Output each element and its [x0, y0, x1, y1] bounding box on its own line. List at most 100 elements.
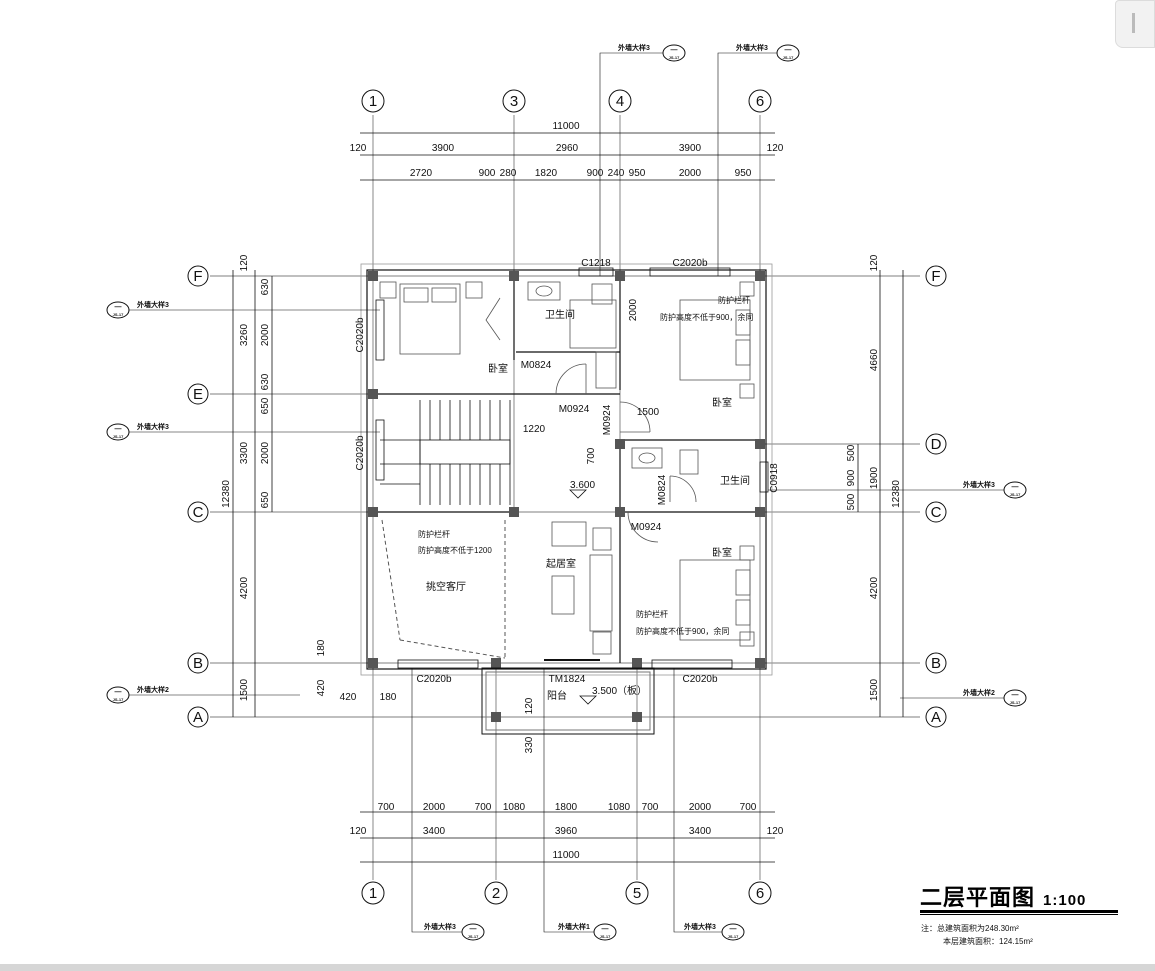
axis-label-right-C: C — [931, 504, 942, 521]
axis-bubbles-right — [925, 265, 947, 728]
level-3500: 3.500（板） — [592, 684, 647, 697]
dim-left-inner-9: 180 — [380, 692, 397, 703]
dim-top-r2-2: 2960 — [556, 143, 579, 154]
ref-sheet-10: JS-17 — [728, 934, 739, 939]
ref-sheet-7: JS-17 — [1010, 700, 1021, 705]
ref-label-2: 外墙大样3 — [736, 43, 768, 52]
dim-top-r2-4: 120 — [767, 143, 784, 154]
dim-bot-r2-1: 3400 — [423, 826, 446, 837]
dim-left-inner-6: 180 — [316, 639, 327, 656]
ref-label-10: 外墙大样3 — [684, 922, 716, 931]
panel-toggle-handle[interactable] — [1115, 0, 1155, 48]
ref-label-6: 外墙大样2 — [137, 685, 169, 694]
opening-c0918: C0918 — [769, 463, 780, 493]
ref-dash-4: — — [115, 426, 122, 433]
ref-sheet-3: JS-17 — [113, 312, 124, 317]
ref-label-8: 外墙大样3 — [424, 922, 456, 931]
room-bedroom-ne: 卧室 — [712, 396, 732, 409]
dim-bot-r1-7: 2000 — [689, 802, 712, 813]
void-hall-outline — [381, 519, 506, 659]
dim-top-total: 11000 — [552, 121, 580, 132]
ref-sheet-4: JS-17 — [113, 434, 124, 439]
guard-rail-3-height: 防护高度不低于900，余同 — [636, 626, 729, 636]
dim-left-inner-5: 650 — [260, 491, 271, 508]
opening-m0924-b: M0924 — [602, 404, 613, 435]
opening-m0824-a: M0824 — [521, 360, 552, 371]
axis-label-bottom-1: 1 — [369, 885, 377, 902]
dim-top-r3-3: 1820 — [535, 168, 558, 179]
ref-sheet-5: JS-17 — [1010, 492, 1021, 497]
ref-sheet-8: JS-17 — [468, 934, 479, 939]
dimension-lines — [232, 132, 904, 863]
ref-sheet-9: JS-17 — [600, 934, 611, 939]
opening-c2020b-top: C2020b — [672, 258, 707, 269]
outer-walls — [360, 263, 773, 676]
dim-left-inner-8: 420 — [340, 692, 357, 703]
ref-dash-7: — — [1012, 692, 1019, 699]
opening-c2020b-left1: C2020b — [355, 317, 366, 352]
dim-bot-r1-1: 2000 — [423, 802, 446, 813]
ref-dash-3: — — [115, 304, 122, 311]
dim-top-r3-2: 280 — [500, 168, 517, 179]
dim-left-inner-0: 630 — [260, 278, 271, 295]
room-bathroom-n: 卫生间 — [545, 308, 575, 321]
title-underline-thin — [920, 914, 1118, 915]
handle-grip-icon — [1132, 13, 1135, 33]
dim-top-r3-8: 950 — [735, 168, 752, 179]
opening-m0824-b: M0824 — [657, 474, 668, 505]
ref-dash-9: — — [602, 926, 609, 933]
axis-label-left-F: F — [193, 268, 202, 285]
dim-left-inner-7: 420 — [316, 679, 327, 696]
ref-dash-2: — — [785, 47, 792, 54]
horizontal-scrollbar[interactable] — [0, 964, 1155, 971]
opening-c1218: C1218 — [581, 258, 611, 269]
ref-dash-5: — — [1012, 484, 1019, 491]
dim-bot-r2-2: 3960 — [555, 826, 578, 837]
dim-right-inner-1: 900 — [846, 469, 857, 486]
dim-120-balcony: 120 — [524, 697, 535, 714]
dim-330: 330 — [524, 736, 535, 753]
ref-label-4: 外墙大样3 — [137, 422, 169, 431]
ref-dash-1: — — [671, 47, 678, 54]
dim-left-outer-0: 120 — [239, 254, 250, 271]
ref-label-5: 外墙大样3 — [963, 480, 995, 489]
axis-label-top-1: 1 — [369, 93, 377, 110]
dim-left-total: 12380 — [221, 480, 232, 508]
axis-label-right-A: A — [931, 709, 941, 726]
axis-label-top-6: 6 — [756, 93, 764, 110]
dim-left-inner-2: 630 — [260, 373, 271, 390]
dim-bot-r1-3: 1080 — [503, 802, 526, 813]
guard-rail-2: 防护栏杆 — [418, 529, 450, 539]
axis-label-top-3: 3 — [510, 93, 518, 110]
dim-top-r3-0: 2720 — [410, 168, 433, 179]
axis-label-right-B: B — [931, 655, 941, 672]
dim-1220: 1220 — [523, 424, 546, 435]
opening-c2020b-left2: C2020b — [355, 435, 366, 470]
room-living: 起居室 — [546, 557, 576, 570]
ref-dash-8: — — [470, 926, 477, 933]
dim-right-outer-4: 1500 — [869, 678, 880, 701]
room-void-hall: 挑空客厅 — [426, 580, 466, 593]
dim-1500: 1500 — [637, 407, 660, 418]
dim-right-outer-3: 4200 — [869, 576, 880, 599]
room-bedroom-nw: 卧室 — [488, 362, 508, 375]
room-bedroom-se: 卧室 — [712, 546, 732, 559]
axis-label-left-E: E — [193, 386, 203, 403]
axis-bubbles-left — [187, 265, 209, 728]
door-swings — [485, 297, 697, 543]
dim-bot-r2-3: 3400 — [689, 826, 712, 837]
axis-lines — [210, 115, 920, 880]
axis-label-left-B: B — [193, 655, 203, 672]
axis-bubbles-bottom — [361, 881, 772, 905]
opening-m0924-c: M0924 — [631, 522, 662, 533]
dim-bot-r1-4: 1800 — [555, 802, 578, 813]
dim-bot-total: 11000 — [552, 850, 580, 861]
title-underline — [920, 910, 1118, 913]
ref-sheet-2: JS-17 — [783, 55, 794, 60]
dim-left-outer-3: 4200 — [239, 576, 250, 599]
dim-bot-r1-2: 700 — [475, 802, 492, 813]
dim-left-outer-1: 3260 — [239, 323, 250, 346]
ref-label-1: 外墙大样3 — [618, 43, 650, 52]
area-note-floor: 本层建筑面积：124.15m² — [943, 937, 1033, 946]
